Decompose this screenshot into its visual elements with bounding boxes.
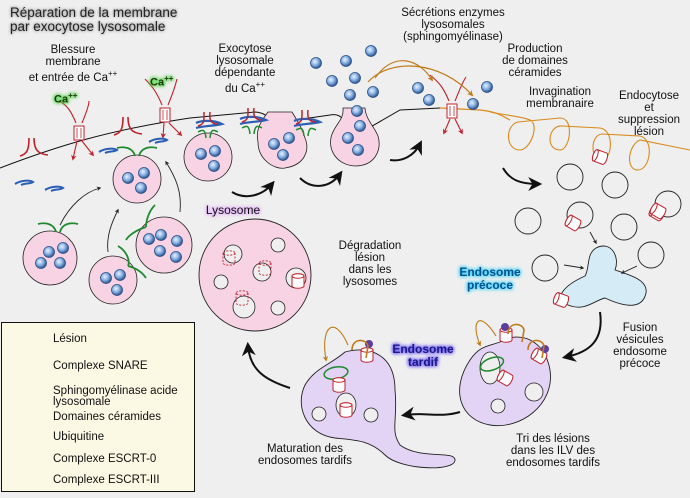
ubiquitin [501,323,509,331]
ilv [490,398,506,414]
arrow [563,264,585,270]
fusing-lysosome [238,106,322,169]
escrt-arrow [475,320,497,347]
legend-item-snare: Complexe SNARE [53,360,148,372]
invaginating-membrane [489,111,690,171]
label-endosome-precoce: Endosome précoce [459,265,521,292]
calcium-label: Ca++ [150,74,174,89]
ilv [524,382,544,402]
legend-item-escrt3: Complexe ESCRT-III [53,474,160,486]
legend: Lésion Complexe SNARE Sphingomyélinase a… [1,322,195,492]
plasma-membrane-right [439,107,511,121]
calcium-channel [58,100,95,161]
step-arrow [561,311,602,362]
escrt-arrow [322,326,349,362]
lysosome-vesicle [125,204,193,274]
arrow [59,186,102,226]
docked-lysosome [183,110,233,182]
arrow [620,265,638,274]
legend-item-ubiquitin: Ubiquitine [53,431,105,443]
step-arrow [400,406,461,421]
label-blessure: Blessure membrane et entrée de Ca++ [28,44,118,84]
v-snare [98,147,118,154]
step-arrow [389,140,422,162]
step-arrow [502,167,543,191]
endocytic-vesicles [514,163,682,282]
step-arrow [241,341,291,389]
label-endosome-tardif: Endosome tardif [392,342,454,369]
arrow [589,231,597,245]
escrt-iii [479,356,505,372]
ceramide-arrow [367,65,474,97]
calcium-channel [144,78,183,139]
legend-item-lesion: Lésion [53,333,87,345]
lesion [339,402,353,418]
ilv [363,407,379,423]
legend-item-ceramide: Domaines céramides [53,411,162,423]
legend-item-escrt0: Complexe ESCRT-0 [53,453,157,465]
ubiquitin [541,345,549,353]
label-endocytose: Endocytose et suppression lésion [617,90,680,138]
label-invagination: Invagination membranaire [526,86,594,110]
t-snare [113,116,143,136]
t-snare [19,137,49,157]
v-snare [14,179,34,186]
step-arrow [231,180,275,198]
label-secretions: Sécrétions enzymes lysosomales (sphingom… [401,7,505,43]
label-production: Production de domaines céramides [502,43,568,79]
step-arrow [299,170,343,187]
arrow [165,160,181,213]
ilv [311,406,327,422]
lesion [332,377,346,393]
lesion [563,213,583,233]
v-snare [148,137,168,144]
diagram-title: Réparation de la membrane par exocytose … [10,5,178,34]
label-tri: Tri des lésions dans les ILV des endosom… [506,433,600,469]
calcium-label: Ca++ [54,91,78,106]
arrow [107,208,119,253]
exocytosing-lysosome [330,105,380,167]
v-snare [44,185,64,192]
ceramide-arrow [374,60,433,82]
early-endosome [560,245,647,308]
legend-item-sphingomyelinase: Sphingomyélinase acide lysosomale [53,385,178,408]
label-degradation: Dégradation lésion dans les lysosomes [338,240,402,288]
lysosome-vesicle [88,245,147,305]
label-maturation: Maturation des endosomes tardifs [258,443,352,467]
lysosome-vesicle [112,146,162,204]
ubiquitin [365,340,373,348]
label-lysosome: Lysosome [205,203,261,217]
label-fusion: Fusion vésicules endosome précoce [613,322,667,370]
degradative-lysosome [198,218,312,332]
lysosome-vesicle [22,222,79,286]
label-exocytose: Exocytose lysosomale dépendante du Ca++ [214,43,276,95]
